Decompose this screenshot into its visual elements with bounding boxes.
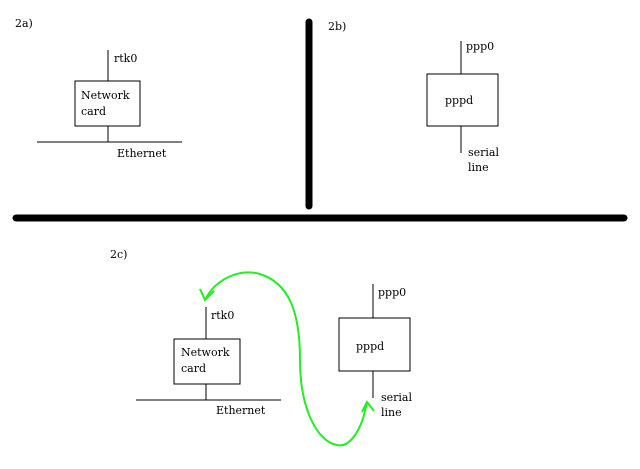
- serial-label-1: serial: [468, 146, 499, 159]
- network-card-label-1: Network: [81, 89, 130, 102]
- serial-label-2: line: [468, 161, 489, 174]
- network-card-2c-label-1: Network: [181, 346, 230, 359]
- pppd-box-2c: [338, 317, 411, 372]
- pppd-box: [426, 73, 499, 127]
- panel-2a-interface-label: rtk0: [114, 52, 137, 65]
- network-card-label-2: card: [81, 105, 106, 118]
- pppd-2c-label: pppd: [356, 340, 384, 353]
- ethernet-label: Ethernet: [117, 147, 167, 160]
- panel-2c-label: 2c): [110, 248, 127, 261]
- panel-2b-label: 2b): [328, 20, 346, 33]
- panel-2b: 2b) ppp0 pppd serial line: [328, 20, 499, 174]
- network-card-box: [74, 80, 141, 127]
- panel-2a-label: 2a): [15, 17, 33, 30]
- panel-2c-ppp-interface-label: ppp0: [378, 286, 406, 299]
- serial-2c-label-2: line: [381, 406, 402, 419]
- network-card-box-2c: [173, 338, 241, 385]
- panel-2a: 2a) rtk0 Network card Ethernet: [15, 17, 182, 160]
- pppd-label: pppd: [445, 94, 473, 107]
- arrowhead-top-icon: [199, 288, 215, 302]
- panel-2c: 2c) rtk0 Network card Ethernet ppp0 pppd…: [110, 248, 412, 447]
- panel-2b-interface-label: ppp0: [466, 40, 494, 53]
- ethernet-label-2c: Ethernet: [216, 404, 266, 417]
- arrowhead-bottom-icon: [361, 400, 375, 413]
- connection-arrow: [204, 271, 368, 447]
- network-card-2c-label-2: card: [181, 362, 206, 375]
- serial-2c-label-1: serial: [381, 391, 412, 404]
- panel-2c-interface-label: rtk0: [211, 309, 234, 322]
